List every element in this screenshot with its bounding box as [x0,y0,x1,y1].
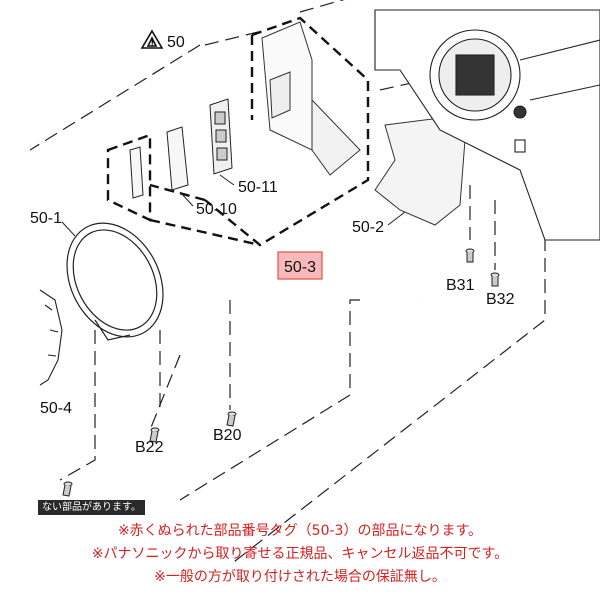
warning-icon: ! [140,29,164,49]
screws [62,248,500,497]
label-50-3: 50-3 [284,259,316,276]
group-50-3-dashed-box [106,16,370,247]
label-b31: B31 [446,277,475,294]
overlay-tag: ない部品があります。 [38,500,145,515]
label-50-10: 50-10 [196,201,237,218]
camera-body [374,9,600,241]
notes-block: ※赤くぬられた部品番号タグ（50-3）の部品になります。 ※パナソニックから取り… [0,520,600,589]
highlight-tag-50-3: 50-3 [277,251,323,280]
part-50-11-board [209,98,233,175]
note-line-3: ※一般の方が取り付けされた場合の保証無し。 [154,569,446,585]
screw-b20 [226,411,237,427]
part-50-10-strip [129,126,189,199]
label-b20: B20 [213,427,242,444]
warning-label: 50 [167,34,185,51]
label-50-4: 50-4 [40,400,72,417]
part-50-2-cover [261,21,361,176]
label-50-1: 50-1 [30,210,62,227]
screw-b32 [490,272,500,287]
leader-50-1 [61,221,76,237]
label-50-11: 50-11 [238,179,278,196]
part-50-4-ring [39,289,63,386]
screw-b22 [149,427,160,443]
note-line-2: ※パナソニックから取り寄せる正規品、キャンセル返品不可です。 [91,546,509,562]
label-b22: B22 [135,439,164,456]
part-50-1-mount-ring [66,222,164,341]
svg-text:!: ! [151,37,155,49]
label-b32: B32 [486,291,515,308]
note-line-1: ※赤くぬられた部品番号タグ（50-3）の部品になります。 [117,523,483,539]
screw-b31 [465,248,475,263]
leader-50-11 [219,174,235,186]
leader-50-2 [387,211,406,226]
leader-50-10 [179,191,194,207]
highlight-tag-box [277,251,323,280]
screw-bottom [62,481,73,497]
label-50-2: 50-2 [352,219,384,236]
